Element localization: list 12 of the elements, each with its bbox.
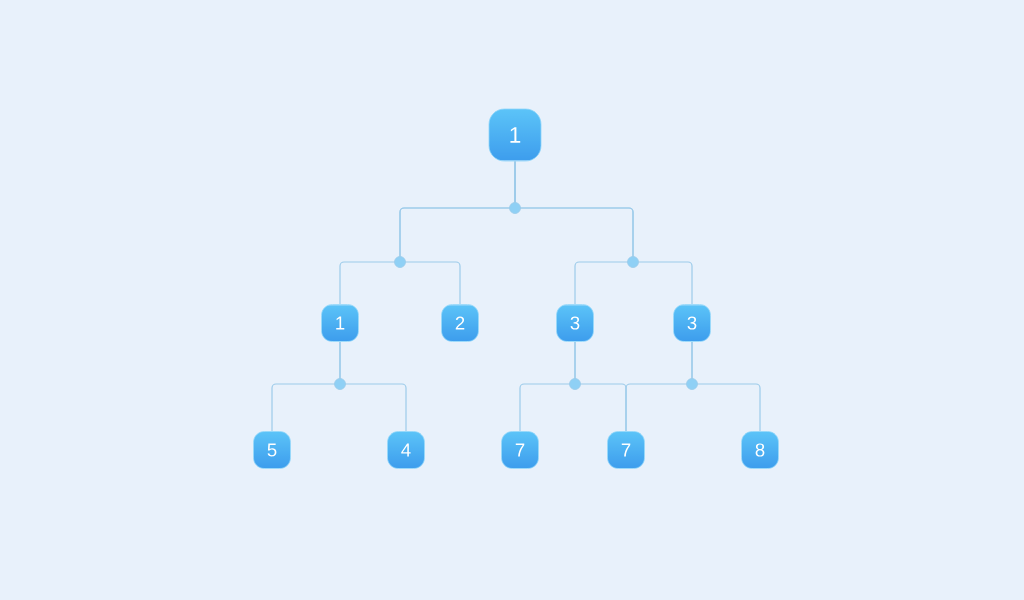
number-box: 4	[387, 431, 425, 469]
number-box: 7	[501, 431, 539, 469]
number-box: 2	[441, 304, 479, 342]
number-box: 5	[253, 431, 291, 469]
connector-line	[691, 341, 761, 432]
number-box: 1	[488, 108, 542, 162]
number-box: 8	[741, 431, 779, 469]
number-box: 3	[556, 304, 594, 342]
number-box: 3	[673, 304, 711, 342]
connector-line	[339, 341, 407, 432]
number-box: 7	[607, 431, 645, 469]
number-box: 1	[321, 304, 359, 342]
